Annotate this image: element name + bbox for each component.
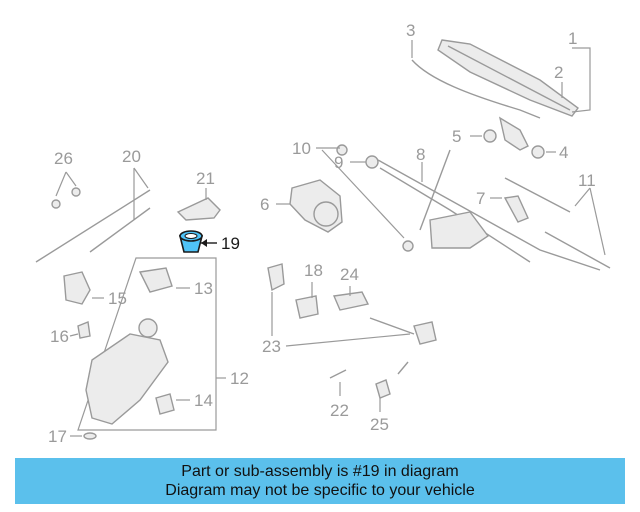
callout-25: 25 bbox=[370, 415, 389, 434]
callout-1: 1 bbox=[568, 29, 577, 48]
callout-26: 26 bbox=[54, 149, 73, 168]
callout-10: 10 bbox=[292, 139, 311, 158]
callout-24: 24 bbox=[340, 265, 359, 284]
callout-16: 16 bbox=[50, 327, 69, 346]
wiper-blade-part bbox=[411, 39, 579, 151]
callout-9: 9 bbox=[334, 153, 343, 172]
callout-7: 7 bbox=[476, 189, 485, 208]
callout-8: 8 bbox=[416, 145, 425, 164]
banner-line-disclaimer: Diagram may not be specific to your vehi… bbox=[165, 482, 475, 499]
reservoir-group-bracket bbox=[77, 257, 217, 431]
washer-hose-part bbox=[35, 187, 151, 263]
exploded-parts-diagram: 1 2 3 4 5 6 7 8 9 10 11 12 13 14 15 16 1… bbox=[35, 21, 611, 446]
info-banner: Part or sub-assembly is #19 in diagram D… bbox=[15, 458, 625, 504]
callout-4: 4 bbox=[559, 143, 568, 162]
callout-5: 5 bbox=[452, 127, 461, 146]
callout-11: 11 bbox=[578, 171, 596, 190]
wiper-motor-part bbox=[289, 179, 343, 233]
seal-ring-part bbox=[83, 432, 97, 440]
callout-3: 3 bbox=[406, 21, 415, 40]
wiper-cap-part bbox=[531, 145, 545, 159]
callout-20: 20 bbox=[122, 147, 141, 166]
part-19-highlighted bbox=[178, 230, 204, 253]
callout-21: 21 bbox=[196, 169, 215, 188]
callout-22: 22 bbox=[330, 401, 349, 420]
callout-13: 13 bbox=[194, 279, 213, 298]
nozzle-elbow-part bbox=[176, 197, 221, 221]
sensor-parts bbox=[267, 263, 437, 399]
callout-14: 14 bbox=[194, 391, 213, 410]
banner-line-part-number: Part or sub-assembly is #19 in diagram bbox=[181, 463, 459, 480]
wiper-nut-part bbox=[483, 129, 497, 143]
callout-2: 2 bbox=[554, 63, 563, 82]
callout-18: 18 bbox=[304, 261, 323, 280]
callout-15: 15 bbox=[108, 289, 127, 308]
callout-6: 6 bbox=[260, 195, 269, 214]
grommet-part bbox=[77, 321, 91, 339]
washer-pump-part bbox=[63, 271, 91, 305]
callout-23: 23 bbox=[262, 337, 281, 356]
callout-19: 19 bbox=[221, 234, 240, 253]
callout-17: 17 bbox=[48, 427, 67, 446]
wiper-linkage-part bbox=[336, 144, 611, 271]
callout-12: 12 bbox=[230, 369, 249, 388]
washer-reservoir-part bbox=[85, 267, 175, 425]
